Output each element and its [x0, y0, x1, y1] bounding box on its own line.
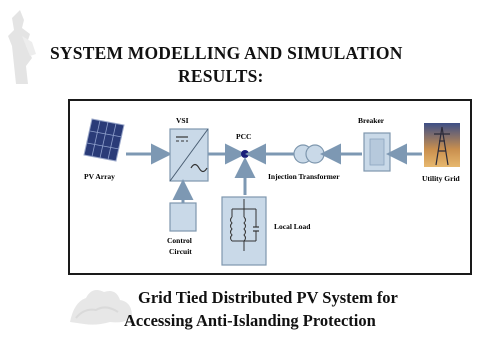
watermark-graphic-top — [8, 10, 36, 84]
section-heading-line2: RESULTS: — [178, 66, 264, 86]
watermark-graphic-bottom — [70, 290, 132, 325]
pcc-label: PCC — [236, 132, 251, 141]
pv-array-icon — [83, 118, 125, 162]
vsi-label: VSI — [176, 116, 189, 125]
utility-grid-icon — [424, 123, 460, 167]
pcc-node — [241, 150, 249, 158]
control-circuit-block — [169, 202, 197, 232]
control-circuit-label-line1: Control — [167, 236, 192, 245]
control-circuit-label-line2: Circuit — [169, 247, 192, 256]
vsi-block — [169, 128, 209, 182]
pv-array-label: PV Array — [84, 172, 115, 181]
breaker-block — [363, 132, 391, 172]
local-load-label: Local Load — [274, 222, 311, 231]
diagram-frame: PV Array VSI PCC Injection Transformer — [68, 99, 472, 275]
breaker-label: Breaker — [358, 116, 385, 125]
pv-system-diagram: PV Array VSI PCC Injection Transformer — [83, 116, 461, 266]
section-heading-line1: SYSTEM MODELLING AND SIMULATION — [50, 43, 403, 63]
utility-grid-label: Utility Grid — [422, 174, 461, 183]
injection-transformer-label: Injection Transformer — [268, 172, 340, 181]
injection-transformer-symbol — [293, 144, 325, 164]
local-load-block — [221, 196, 267, 266]
figure-caption-line1: Grid Tied Distributed PV System for — [138, 288, 398, 307]
figure-caption-line2: Accessing Anti-Islanding Protection — [124, 311, 376, 330]
